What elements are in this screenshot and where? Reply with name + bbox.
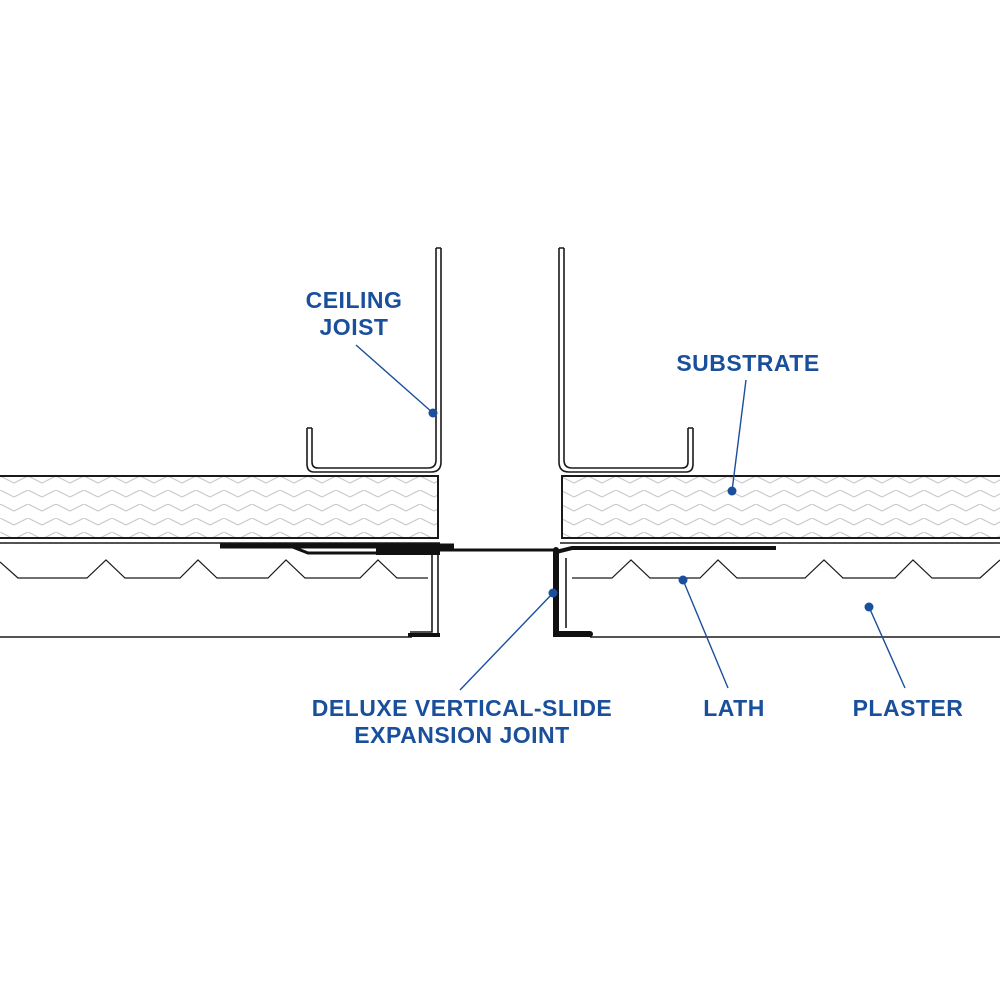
label-lath: LATH bbox=[703, 695, 765, 721]
substrate-right bbox=[561, 475, 1000, 539]
label-ceiling-joist-line2: JOIST bbox=[320, 314, 389, 340]
ceiling-joist-left bbox=[306, 247, 442, 473]
substrate-left bbox=[0, 475, 439, 539]
lath-left bbox=[0, 559, 428, 579]
leader-expansion-joint bbox=[459, 588, 558, 691]
label-expansion-joint-line1: DELUXE VERTICAL-SLIDE bbox=[312, 695, 613, 721]
label-expansion-joint-line2: EXPANSION JOINT bbox=[354, 722, 569, 748]
expansion-joint bbox=[220, 543, 776, 637]
leader-ceiling-joist bbox=[355, 344, 438, 418]
label-ceiling-joist-line1: CEILING bbox=[306, 287, 403, 313]
leader-lath bbox=[678, 575, 729, 689]
label-substrate: SUBSTRATE bbox=[676, 350, 819, 376]
leader-substrate bbox=[727, 379, 747, 496]
ceiling-joist-right bbox=[558, 247, 694, 473]
leader-plaster bbox=[864, 602, 906, 689]
plaster-layer bbox=[0, 542, 1000, 638]
lath-right bbox=[572, 559, 1000, 579]
label-plaster: PLASTER bbox=[853, 695, 964, 721]
